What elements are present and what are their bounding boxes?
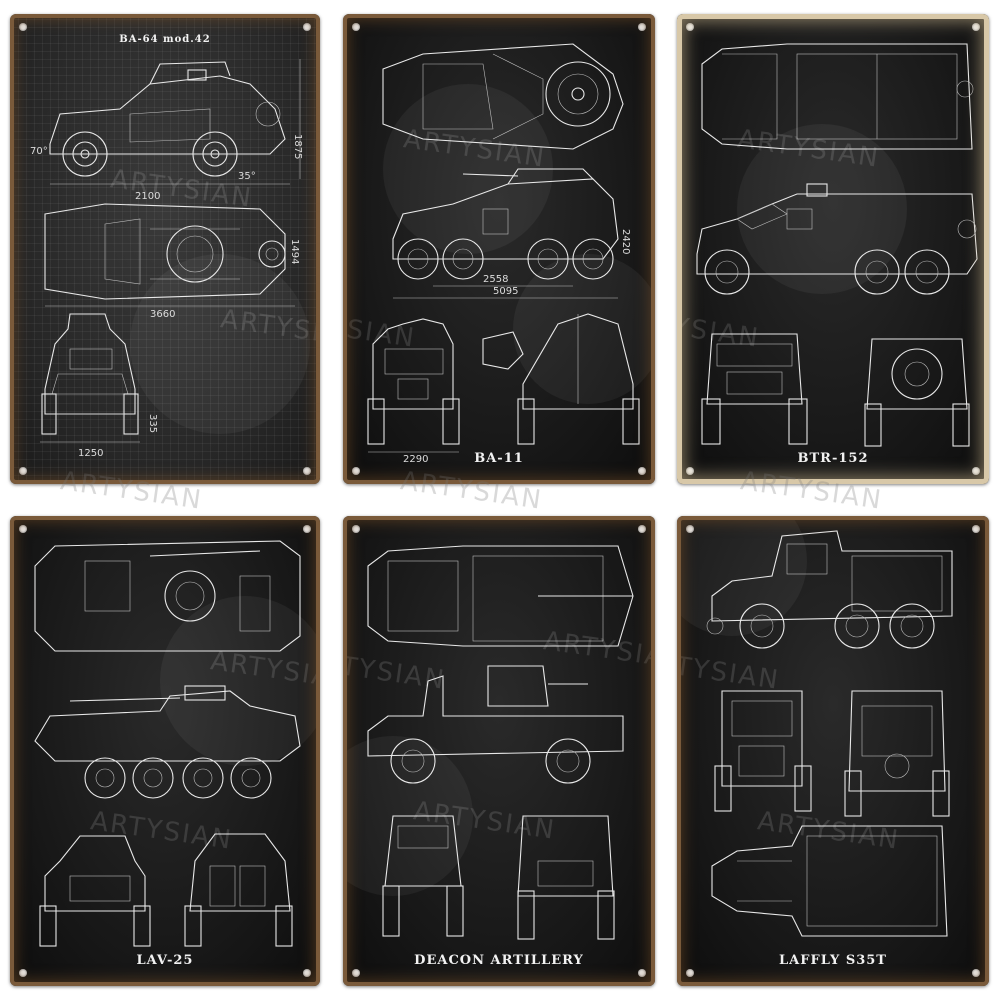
mounting-hole-icon bbox=[303, 969, 311, 977]
mounting-hole-icon bbox=[303, 525, 311, 533]
mounting-hole-icon bbox=[638, 467, 646, 475]
mounting-hole-icon bbox=[638, 525, 646, 533]
svg-text:1875: 1875 bbox=[292, 134, 303, 159]
poster-title: LAV-25 bbox=[136, 953, 194, 968]
mounting-hole-icon bbox=[19, 23, 27, 31]
svg-text:35°: 35° bbox=[238, 171, 256, 182]
mounting-hole-icon bbox=[638, 23, 646, 31]
mounting-hole-icon bbox=[686, 969, 694, 977]
svg-text:5095: 5095 bbox=[493, 286, 518, 297]
mounting-hole-icon bbox=[972, 525, 980, 533]
poster-title: DEACON ARTILLERY bbox=[414, 953, 584, 968]
poster-title: BTR-152 bbox=[797, 451, 869, 466]
svg-text:1494: 1494 bbox=[289, 239, 300, 264]
mounting-hole-icon bbox=[303, 467, 311, 475]
vehicle-blueprint-drawing bbox=[34, 540, 301, 947]
mounting-hole-icon bbox=[972, 467, 980, 475]
vehicle-blueprint-drawing: 2558 5095 2420 2290 bbox=[367, 43, 640, 465]
poster-lav-25: LAV-25 ARTYSIAN ARTYSIAN bbox=[10, 516, 320, 986]
mounting-hole-icon bbox=[19, 467, 27, 475]
svg-text:1250: 1250 bbox=[78, 448, 103, 459]
mounting-hole-icon bbox=[352, 467, 360, 475]
svg-text:335: 335 bbox=[147, 414, 158, 433]
mounting-hole-icon bbox=[686, 23, 694, 31]
poster-title: LAFFLY S35T bbox=[779, 953, 887, 968]
svg-text:3660: 3660 bbox=[150, 309, 175, 320]
poster-title: BA-64 mod.42 bbox=[119, 34, 211, 45]
vehicle-blueprint-drawing bbox=[696, 43, 978, 447]
svg-text:2558: 2558 bbox=[483, 274, 508, 285]
mounting-hole-icon bbox=[686, 525, 694, 533]
mounting-hole-icon bbox=[303, 23, 311, 31]
svg-text:2100: 2100 bbox=[135, 191, 160, 202]
mounting-hole-icon bbox=[352, 525, 360, 533]
mounting-hole-icon bbox=[638, 969, 646, 977]
svg-text:2420: 2420 bbox=[620, 229, 631, 254]
vehicle-blueprint-drawing bbox=[706, 530, 953, 937]
mounting-hole-icon bbox=[19, 525, 27, 533]
poster-title: BA-11 bbox=[474, 451, 524, 466]
vehicle-blueprint-drawing: 2100 70° 35° 1875 3660 1494 1250 335 bbox=[30, 59, 303, 459]
vehicle-blueprint-drawing bbox=[367, 545, 634, 940]
mounting-hole-icon bbox=[352, 969, 360, 977]
poster-laffly-s35t: LAFFLY S35T ARTYSIAN ARTYSIAN bbox=[677, 516, 989, 986]
mounting-hole-icon bbox=[972, 969, 980, 977]
mounting-hole-icon bbox=[19, 969, 27, 977]
mounting-hole-icon bbox=[686, 467, 694, 475]
poster-deacon-artillery: DEACON ARTILLERY ARTYSIAN ARTYSIAN ARTYS… bbox=[343, 516, 655, 986]
poster-ba-11: 2558 5095 2420 2290 BA-11 ARTYSIAN ARTYS… bbox=[343, 14, 655, 484]
poster-btr-152: BTR-152 ARTYSIAN ARTYSIAN bbox=[677, 14, 989, 484]
svg-text:2290: 2290 bbox=[403, 454, 428, 465]
poster-ba-64: BA-64 mod.42 2100 70° 35° 1875 3660 1494… bbox=[10, 14, 320, 484]
mounting-hole-icon bbox=[972, 23, 980, 31]
mounting-hole-icon bbox=[352, 23, 360, 31]
svg-text:70°: 70° bbox=[30, 146, 48, 157]
